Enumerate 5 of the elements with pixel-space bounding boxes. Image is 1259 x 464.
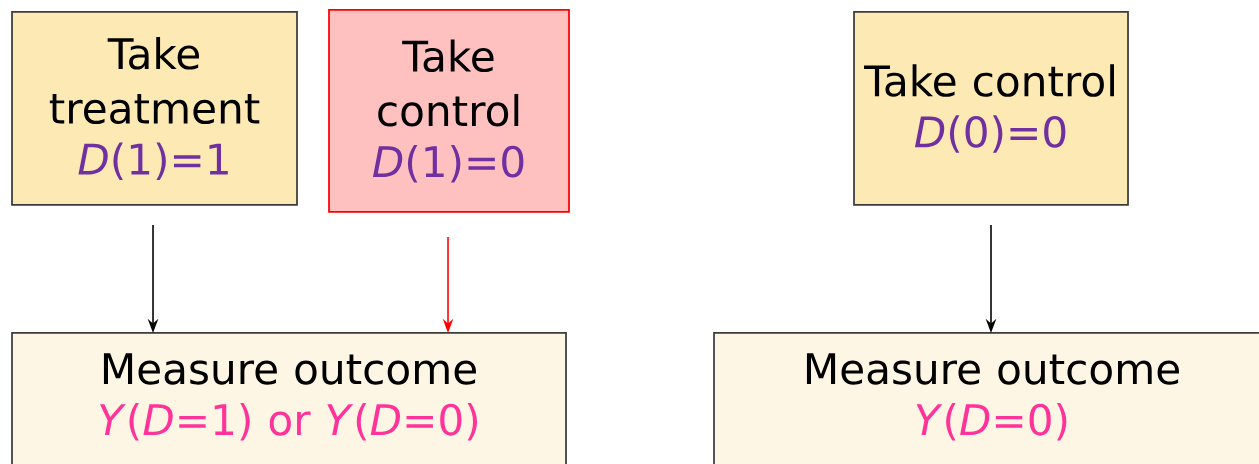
outcome-box: Measure outcome Y(D=1) or Y(D=0) <box>11 332 567 464</box>
process-box: Take treatment D(1)=1 <box>11 11 298 206</box>
outcome-box: Measure outcome Y(D=0) <box>713 332 1259 464</box>
highlighted-box: Take control D(1)=0 <box>328 9 570 213</box>
process-box: Take control D(0)=0 <box>853 11 1129 206</box>
